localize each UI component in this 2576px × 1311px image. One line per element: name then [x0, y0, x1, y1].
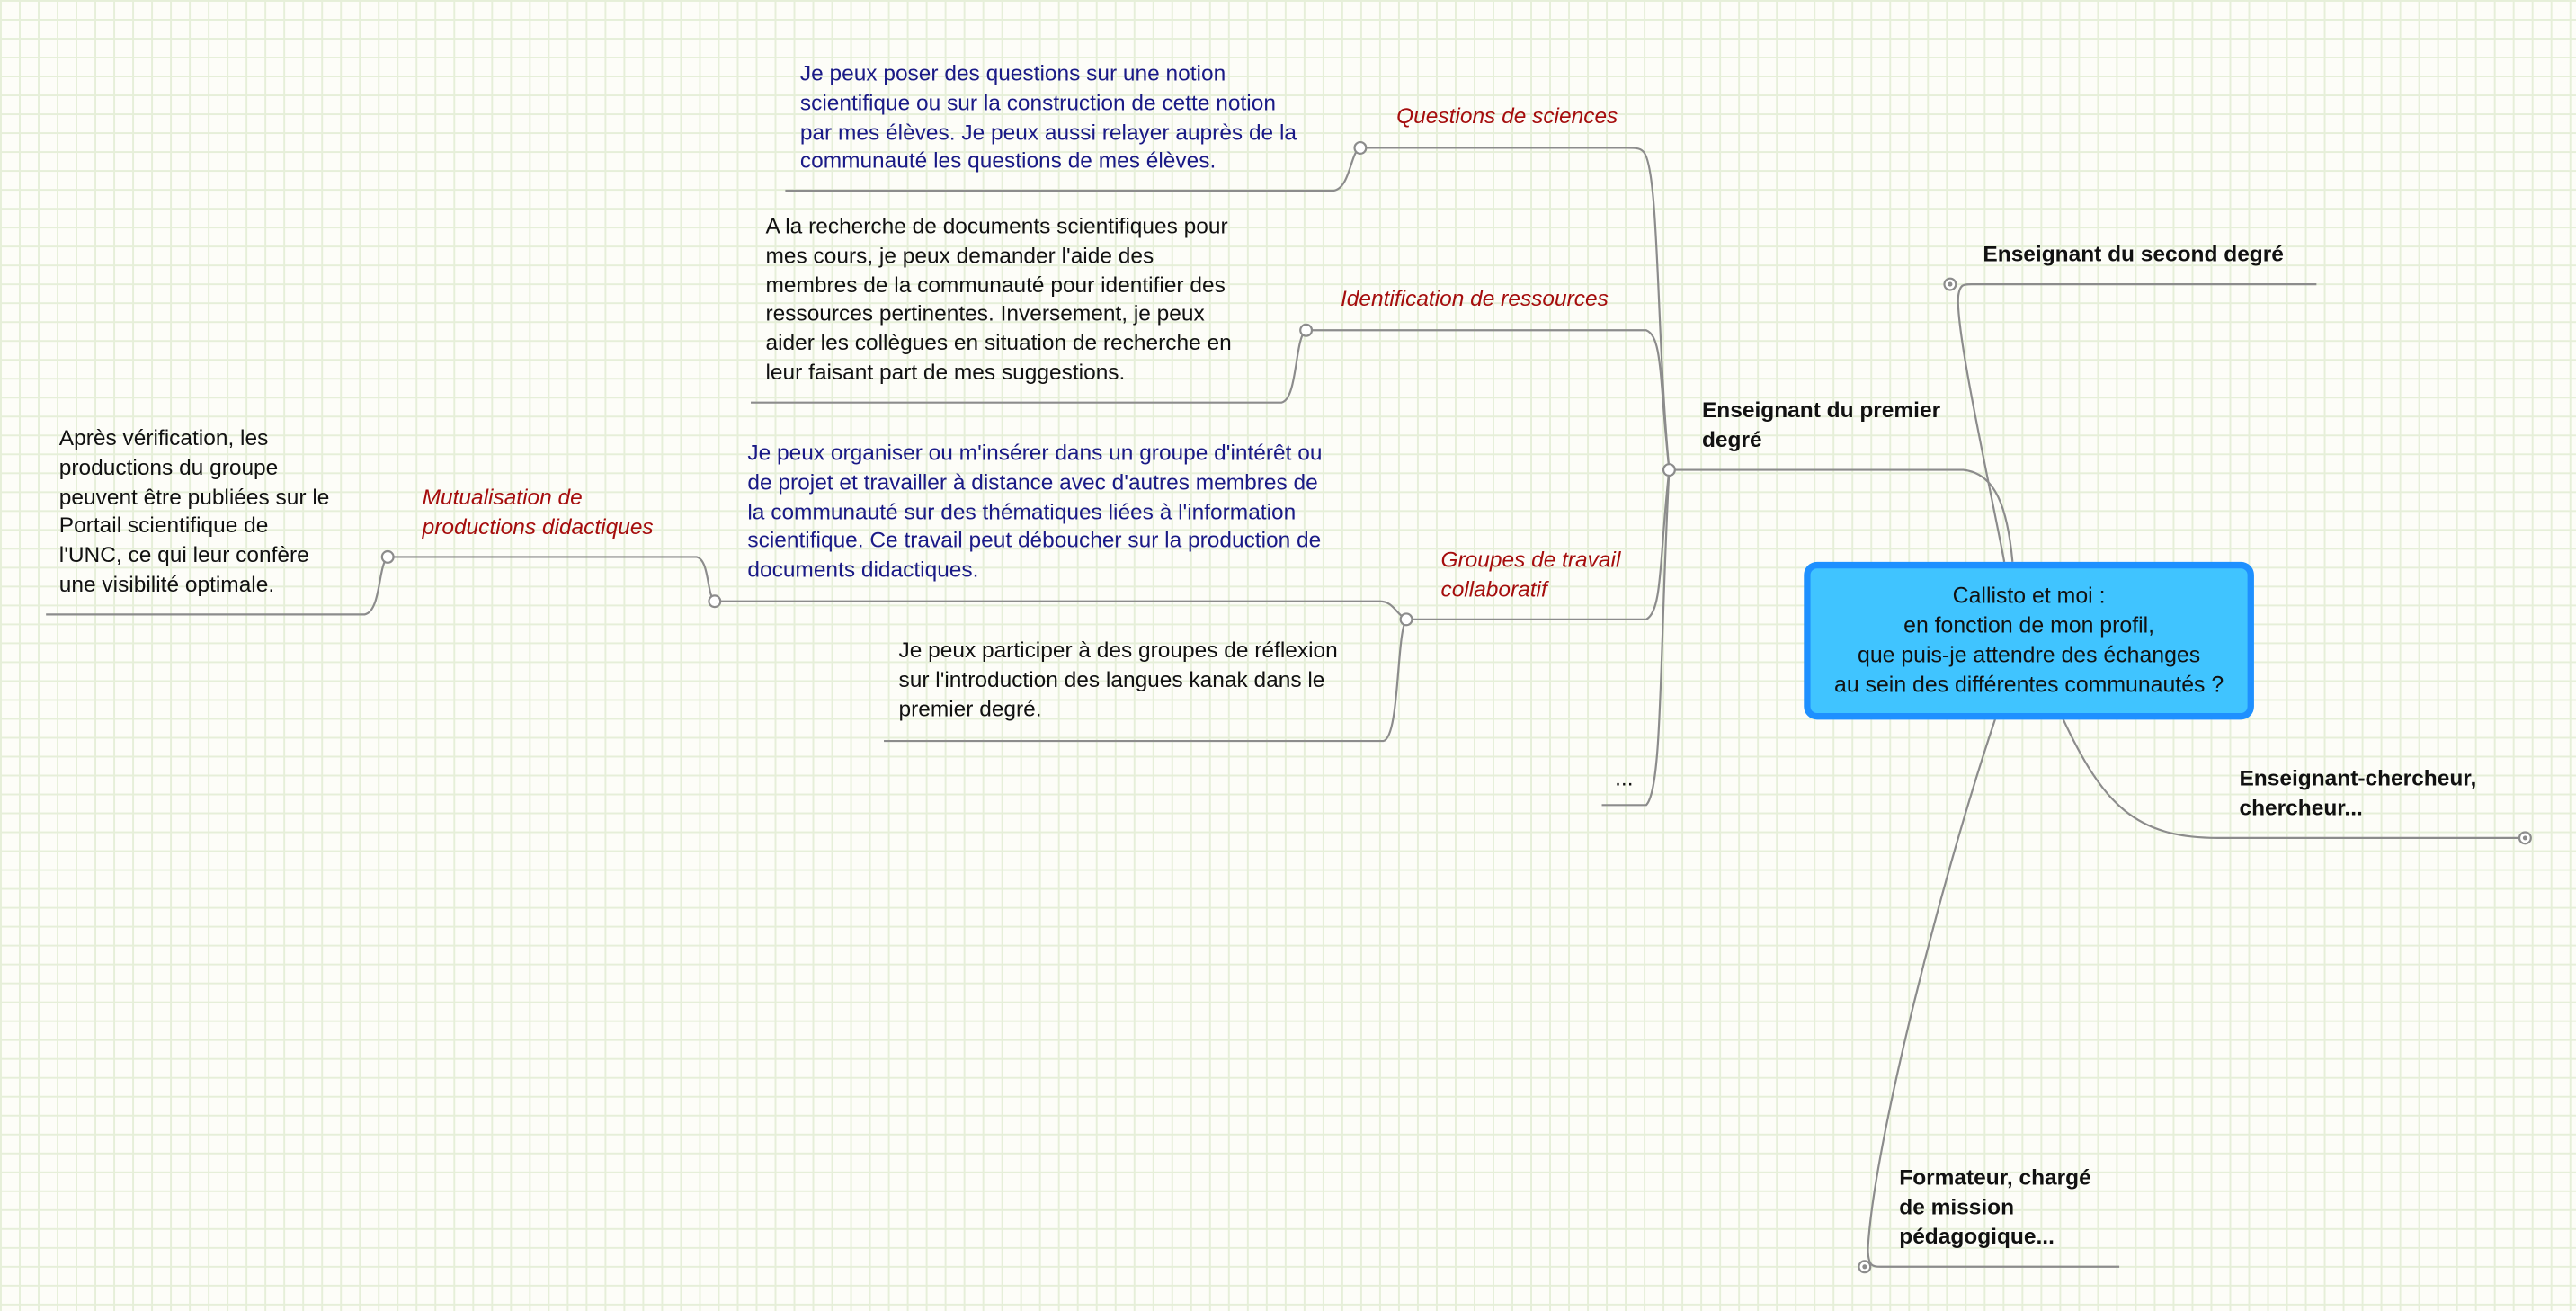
- detail-line: Je peux poser des questions sur une noti…: [799, 60, 1226, 86]
- detail-line: sur l'introduction des langues kanak dan…: [898, 666, 1325, 691]
- topic-identification-ressources[interactable]: Identification de ressources: [1340, 285, 1609, 311]
- topic-line: degré: [1701, 426, 1762, 452]
- detail-line: de projet et travailler à distance avec …: [747, 469, 1318, 495]
- link-root-premier: [1669, 468, 2014, 563]
- topic-line: chercheur...: [2239, 794, 2363, 820]
- topic-groupes-de-travail[interactable]: Groupes de travail collaboratif: [1440, 546, 1620, 604]
- detail-line: scientifique. Ce travail peut déboucher …: [747, 528, 1322, 553]
- detail-line: scientifique ou sur la construction de c…: [799, 90, 1276, 115]
- detail-line: une visibilité optimale.: [58, 571, 275, 597]
- detail-line: communauté les questions de mes élèves.: [799, 148, 1217, 174]
- detail-langues-kanak[interactable]: Je peux participer à des groupes de réfl…: [898, 636, 1337, 724]
- detail-identification-ressources[interactable]: A la recherche de documents scientifique…: [765, 212, 1231, 388]
- link-premier-groupes: [1406, 469, 1671, 620]
- expand-handle: [1353, 140, 1368, 155]
- topic-enseignant-second-degre[interactable]: Enseignant du second degré: [1983, 241, 2284, 267]
- topic-line: de mission: [1899, 1194, 2015, 1219]
- detail-line: par mes élèves. Je peux aussi relayer au…: [799, 119, 1297, 145]
- detail-line: A la recherche de documents scientifique…: [765, 213, 1228, 238]
- topic-line: Groupes de travail: [1440, 547, 1621, 572]
- topic-line: collaboratif: [1440, 575, 1547, 602]
- topic-line: Enseignant-chercheur,: [2239, 765, 2477, 790]
- detail-line: premier degré.: [898, 695, 1042, 721]
- detail-line: membres de la communauté pour identifier…: [765, 272, 1226, 297]
- detail-line: Portail scientifique de: [58, 513, 269, 539]
- detail-line: productions du groupe: [58, 454, 279, 480]
- central-topic-line: que puis-je attendre des échanges: [1858, 642, 2201, 667]
- topic-line: pédagogique...: [1899, 1223, 2055, 1248]
- link-root-chercheur: [2061, 716, 2526, 839]
- detail-line: mes cours, je peux demander l'aide des: [765, 243, 1154, 268]
- link-premier-questions: [1363, 147, 1671, 470]
- detail-line: Après vérification, les: [58, 425, 269, 450]
- central-topic-line: au sein des différentes communautés ?: [1834, 671, 2224, 697]
- topic-questions-de-sciences[interactable]: Questions de sciences: [1396, 103, 1618, 129]
- topic-formateur[interactable]: Formateur, chargé de mission pédagogique…: [1899, 1164, 2090, 1252]
- detail-line: la communauté sur des thématiques liées …: [747, 498, 1297, 524]
- detail-line: documents didactiques.: [747, 557, 979, 583]
- topic-enseignant-chercheur[interactable]: Enseignant-chercheur, chercheur...: [2239, 764, 2476, 823]
- expand-handle: [708, 594, 722, 609]
- topic-mutualisation[interactable]: Mutualisation de productions didactiques: [423, 483, 654, 541]
- topic-more[interactable]: ...: [1615, 765, 1634, 790]
- topic-line: Mutualisation de: [422, 485, 583, 510]
- central-topic-line: Callisto et moi :: [1952, 584, 2106, 609]
- detail-line: Je peux organiser ou m'insérer dans un g…: [747, 440, 1323, 466]
- link-root-formateur: [1867, 716, 2120, 1268]
- link-root-second: [1957, 283, 2317, 563]
- detail-line: leur faisant part de mes suggestions.: [765, 360, 1126, 385]
- detail-line: l'UNC, ce qui leur confère: [58, 542, 309, 567]
- topic-enseignant-premier-degre[interactable]: Enseignant du premier degré: [1702, 396, 1940, 454]
- expand-handle: [380, 549, 395, 564]
- detail-line: peuvent être publiées sur le: [58, 484, 330, 509]
- central-topic[interactable]: Callisto et moi : en fonction de mon pro…: [1804, 561, 2254, 720]
- topic-line: productions didactiques: [422, 513, 654, 539]
- detail-groupes-de-travail[interactable]: Je peux organiser ou m'insérer dans un g…: [747, 439, 1322, 585]
- expand-handle: [1662, 463, 1676, 477]
- detail-line: ressources pertinentes. Inversement, je …: [765, 301, 1205, 326]
- detail-questions-de-sciences[interactable]: Je peux poser des questions sur une noti…: [800, 59, 1297, 176]
- link-premier-identification: [1306, 329, 1671, 470]
- central-topic-line: en fonction de mon profil,: [1903, 612, 2155, 638]
- detail-line: Je peux participer à des groupes de réfl…: [898, 637, 1338, 663]
- topic-line: Formateur, chargé: [1899, 1164, 2091, 1190]
- expand-handle: [1299, 323, 1314, 337]
- link-premier-more: [1601, 469, 1671, 807]
- detail-mutualisation[interactable]: Après vérification, les productions du g…: [59, 424, 330, 599]
- expand-handle: [1399, 612, 1413, 627]
- topic-line: Enseignant du premier: [1701, 397, 1941, 423]
- detail-line: aider les collègues en situation de rech…: [765, 330, 1232, 356]
